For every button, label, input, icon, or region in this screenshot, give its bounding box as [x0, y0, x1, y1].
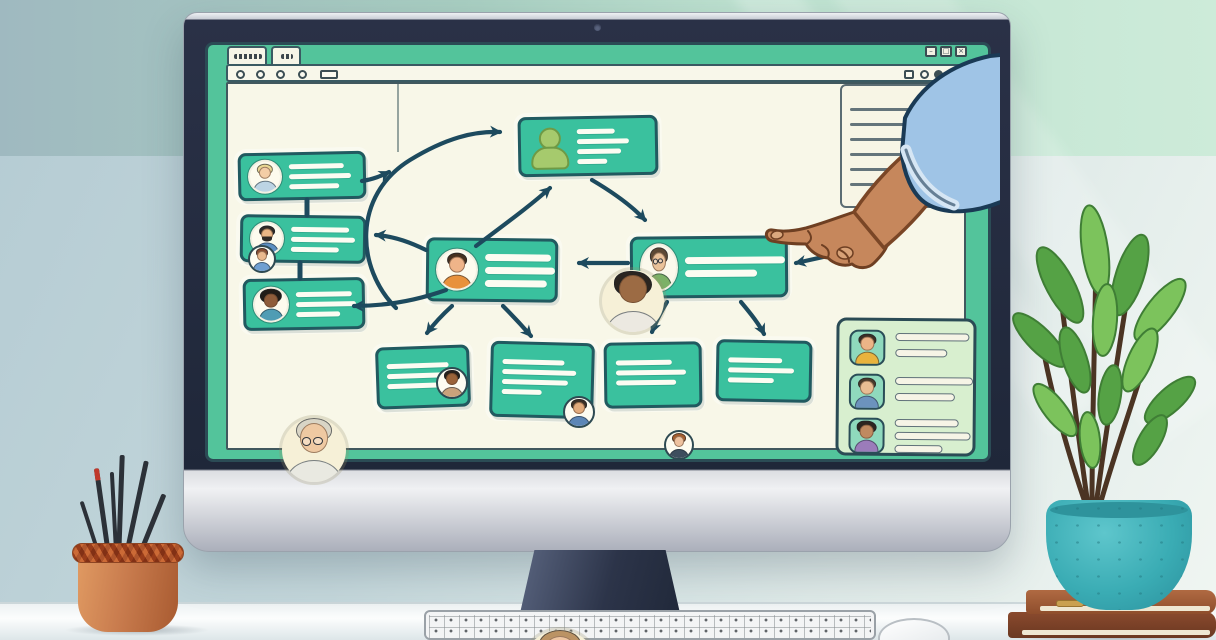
toolbar-circle-button[interactable]: [256, 70, 265, 79]
restore-button[interactable]: □: [940, 46, 952, 57]
avatar-red-hair-suit-man: [664, 430, 694, 460]
plant-leaves: [1012, 204, 1197, 508]
pointing-hand: [764, 52, 1000, 270]
tab-label-scribble: [234, 54, 262, 59]
canvas-divider-line: [397, 84, 399, 152]
browser-tab-active[interactable]: [227, 46, 267, 64]
sleeve: [900, 52, 1000, 214]
avatar-tan-shirt-man: [436, 367, 468, 399]
toolbar-circle-button[interactable]: [298, 70, 307, 79]
plant-pot: [1046, 500, 1192, 610]
toolbar-circle-button[interactable]: [276, 70, 285, 79]
pencil: [116, 454, 125, 556]
keyboard: [424, 610, 876, 640]
toolbar-small-icon[interactable]: [904, 70, 914, 79]
pencil-cup: [78, 556, 178, 632]
avatar-blue-shirt-man-chip: [563, 396, 595, 428]
tab-label-scribble: [281, 54, 293, 59]
pencil-cup-rim: [72, 543, 184, 563]
avatar-auburn-woman: [248, 245, 276, 273]
note-line: [850, 153, 908, 156]
toolbar-circle-button[interactable]: [236, 70, 245, 79]
note-line: [850, 108, 942, 111]
bust-old-man-glasses: [282, 418, 346, 482]
minimize-button[interactable]: –: [925, 46, 937, 57]
close-button[interactable]: ×: [955, 46, 967, 57]
toolbar-circle-button[interactable]: [920, 70, 929, 79]
webcam-dot: [594, 24, 601, 31]
keyboard-keys: [429, 615, 871, 638]
book-bottom: [1008, 612, 1216, 638]
browser-tab-2[interactable]: [271, 46, 301, 64]
leaves: [1012, 204, 1197, 469]
page-box-button[interactable]: [320, 70, 338, 79]
browser-toolbar: [226, 64, 966, 82]
note-line: [850, 123, 954, 126]
note-line: [850, 138, 930, 141]
fingernail: [770, 230, 784, 240]
pointing-hand-region: [205, 42, 1000, 462]
